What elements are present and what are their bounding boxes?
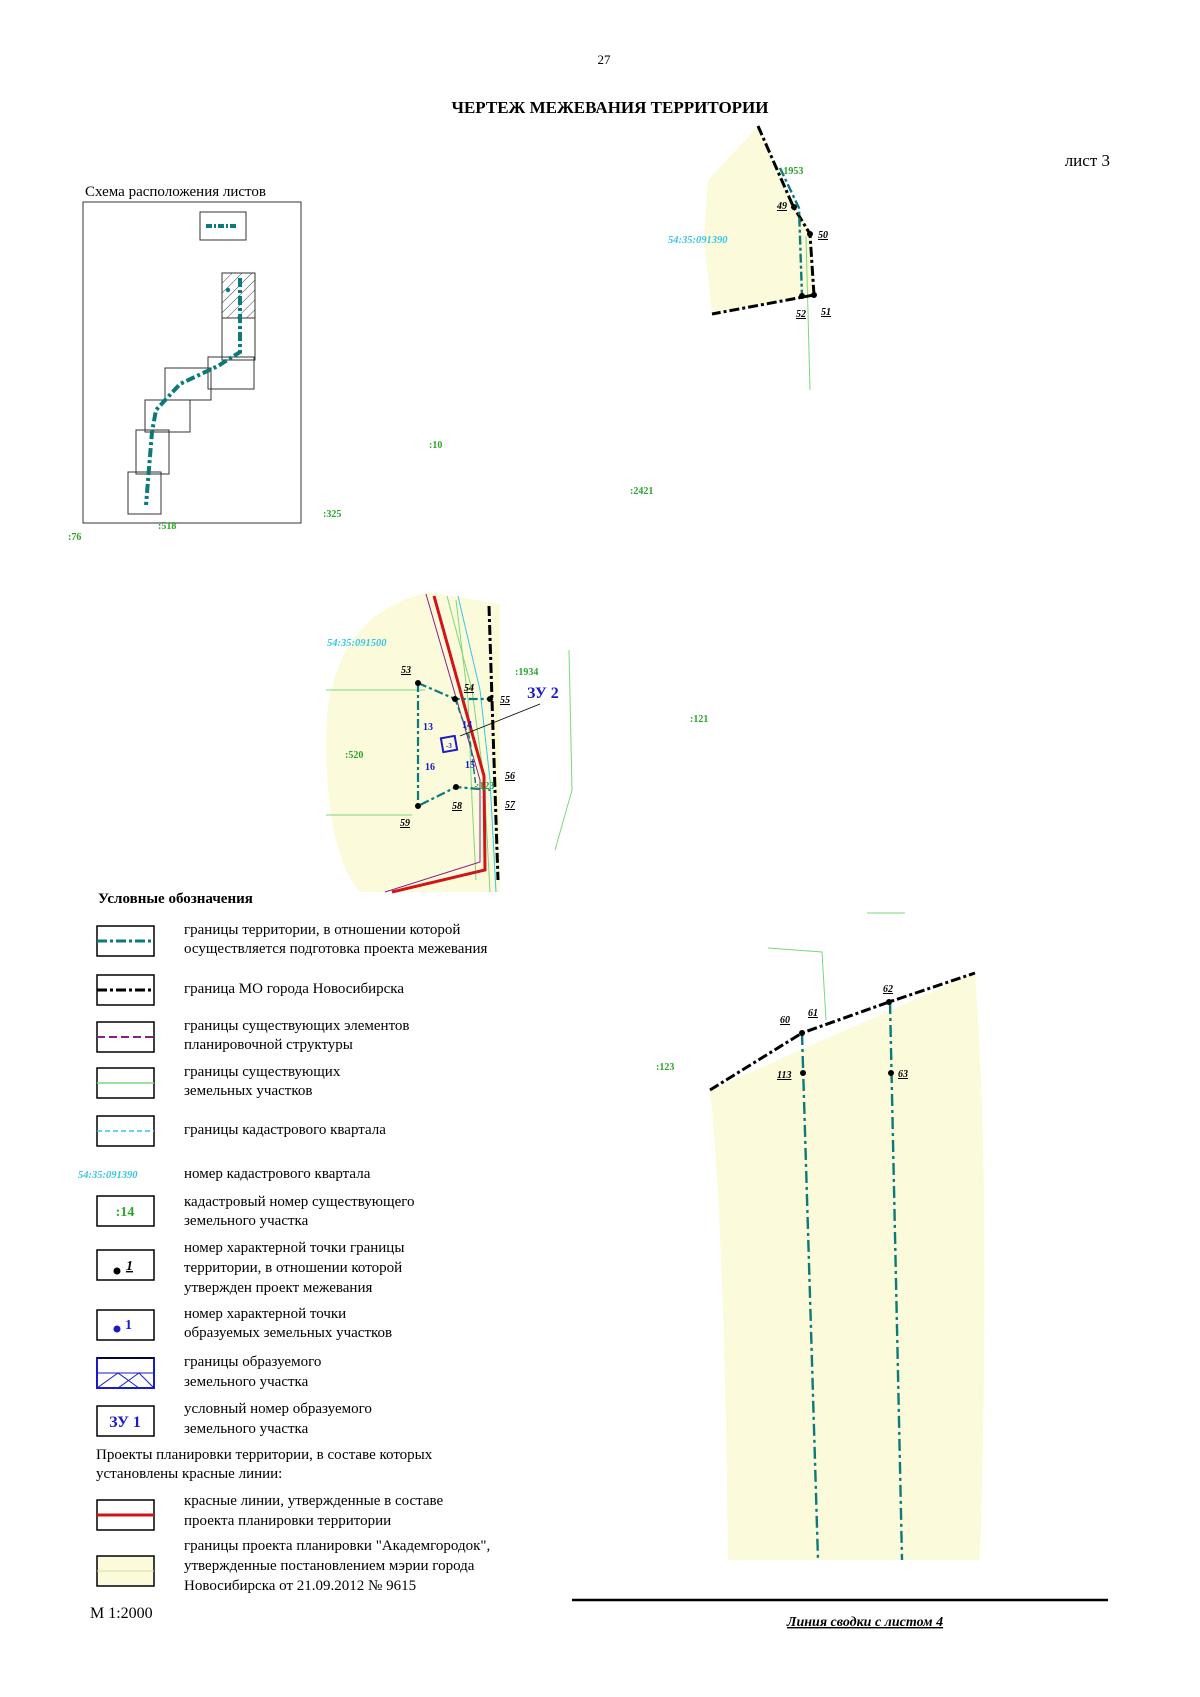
legend-0-line-0: границы территории, в отношении которой xyxy=(184,922,460,938)
legend: Условные обозначения границы территории,… xyxy=(78,891,490,1622)
page-number: 27 xyxy=(598,52,612,67)
legend-0-line-1: осуществляется подготовка проекта межева… xyxy=(184,941,487,957)
legend-title: Условные обозначения xyxy=(98,891,253,907)
parcel-76: :76 xyxy=(68,532,81,543)
legend-9-line-0: границы образуемого xyxy=(184,1354,321,1370)
parcel-121: :121 xyxy=(690,714,708,725)
point-59: 59 xyxy=(400,818,410,829)
cadastral-quarter-091500: 54:35:091500 xyxy=(327,638,387,649)
legend-10-sample: ЗУ 1 xyxy=(109,1414,141,1431)
point-62: 62 xyxy=(883,984,893,995)
zu-point-16: 16 xyxy=(425,762,435,773)
legend-8-sample: 1 xyxy=(125,1318,132,1333)
point-113: 113 xyxy=(777,1070,791,1081)
legend-5-line-0: номер кадастрового квартала xyxy=(184,1166,371,1182)
summary-line-label: Линия сводки с листом 4 xyxy=(786,1615,943,1630)
zu-point-15: 15 xyxy=(465,760,475,771)
legend-5-sample: 54:35:091390 xyxy=(78,1170,138,1181)
zu-2-label: ЗУ 2 xyxy=(527,685,559,702)
parcel-520: :520 xyxy=(345,750,363,761)
legend-subheading-0: Проекты планировки территории, в составе… xyxy=(96,1447,433,1463)
parcel-2421: :2421 xyxy=(630,486,653,497)
legend-2-line-0: границы существующих элементов xyxy=(184,1018,410,1034)
fragment-bottom: 60 61 62 113 63 :123 Линия сводки с лист… xyxy=(572,912,1108,1630)
point-61: 61 xyxy=(808,1008,818,1019)
legend-10-line-0: условный номер образуемого xyxy=(184,1401,372,1417)
fragment-middle: 53 54 55 56 57 58 59 13 14 15 16 -3 ЗУ 2… xyxy=(326,592,573,894)
legend-6-line-1: земельного участка xyxy=(184,1213,309,1229)
legend-plan-1-line-2: Новосибирска от 21.09.2012 № 9615 xyxy=(184,1578,416,1594)
legend-4-line-0: границы кадастрового квартала xyxy=(184,1122,386,1138)
parcel-518: :518 xyxy=(158,521,176,532)
legend-plan-0-line-0: красные линии, утвержденные в составе xyxy=(184,1493,444,1509)
zu-point-14: 14 xyxy=(462,720,472,731)
zu-point-small: -3 xyxy=(446,742,452,750)
point-60: 60 xyxy=(780,1015,790,1026)
scheme-sheet-1 xyxy=(199,211,247,241)
cadastral-quarter-091390: 54:35:091390 xyxy=(668,235,728,246)
point-63: 63 xyxy=(898,1069,908,1080)
legend-7-line-0: номер характерной точки границы xyxy=(184,1240,404,1256)
parcel-1953: :1953 xyxy=(780,166,803,177)
scheme-frame xyxy=(82,201,302,524)
zu-point-13: 13 xyxy=(423,722,433,733)
point-58: 58 xyxy=(452,801,462,812)
point-57: 57 xyxy=(505,800,516,811)
legend-subheading-1: установлены красные линии: xyxy=(96,1466,282,1482)
legend-10-line-1: земельного участка xyxy=(184,1421,309,1437)
scale-label: М 1:2000 xyxy=(90,1605,153,1622)
legend-7-line-2: утвержден проект межевания xyxy=(184,1280,372,1296)
drawing-title: ЧЕРТЕЖ МЕЖЕВАНИЯ ТЕРРИТОРИИ xyxy=(451,98,768,117)
legend-9-line-1: земельного участка xyxy=(184,1374,309,1390)
parcel-123-bottom: :123 xyxy=(656,1062,674,1073)
legend-8-line-1: образуемых земельных участков xyxy=(184,1325,392,1341)
scheme-title: Схема расположения листов xyxy=(85,184,266,200)
point-55: 55 xyxy=(500,695,510,706)
parcel-325: :325 xyxy=(323,509,341,520)
legend-7-line-1: территории, в отношении которой xyxy=(184,1260,402,1276)
legend-7-sample: 1 xyxy=(126,1259,133,1274)
point-49: 49 xyxy=(776,201,787,212)
point-52: 52 xyxy=(796,309,806,320)
legend-8-line-0: номер характерной точки xyxy=(184,1306,346,1322)
legend-plan-1-line-0: границы проекта планировки "Академгородо… xyxy=(184,1538,490,1554)
fragment-top: 49 50 51 52 :1953 54:35:091390 xyxy=(668,125,831,391)
legend-plan-1-line-1: утвержденные постановлением мэрии города xyxy=(184,1558,475,1574)
parcel-123-mid: :123 xyxy=(476,781,494,792)
sheet-label: лист 3 xyxy=(1065,151,1110,170)
legend-1-line-0: граница МО города Новосибирска xyxy=(184,981,404,997)
legend-3-line-1: земельных участков xyxy=(184,1083,312,1099)
point-53: 53 xyxy=(401,665,411,676)
point-51: 51 xyxy=(821,307,831,318)
legend-plan-0-line-1: проекта планировки территории xyxy=(184,1513,391,1529)
point-54: 54 xyxy=(464,683,474,694)
legend-6-sample: :14 xyxy=(116,1205,135,1220)
legend-2-line-1: планировочной структуры xyxy=(184,1037,353,1053)
point-50: 50 xyxy=(818,230,828,241)
scheme-boundary xyxy=(144,278,242,506)
parcel-1934: :1934 xyxy=(515,667,538,678)
legend-3-line-0: границы существующих xyxy=(184,1064,341,1080)
parcel-10: :10 xyxy=(429,440,442,451)
sheet-scheme: Схема расположения листов xyxy=(82,184,302,524)
point-56: 56 xyxy=(505,771,515,782)
legend-6-line-0: кадастровый номер существующего xyxy=(184,1194,415,1210)
